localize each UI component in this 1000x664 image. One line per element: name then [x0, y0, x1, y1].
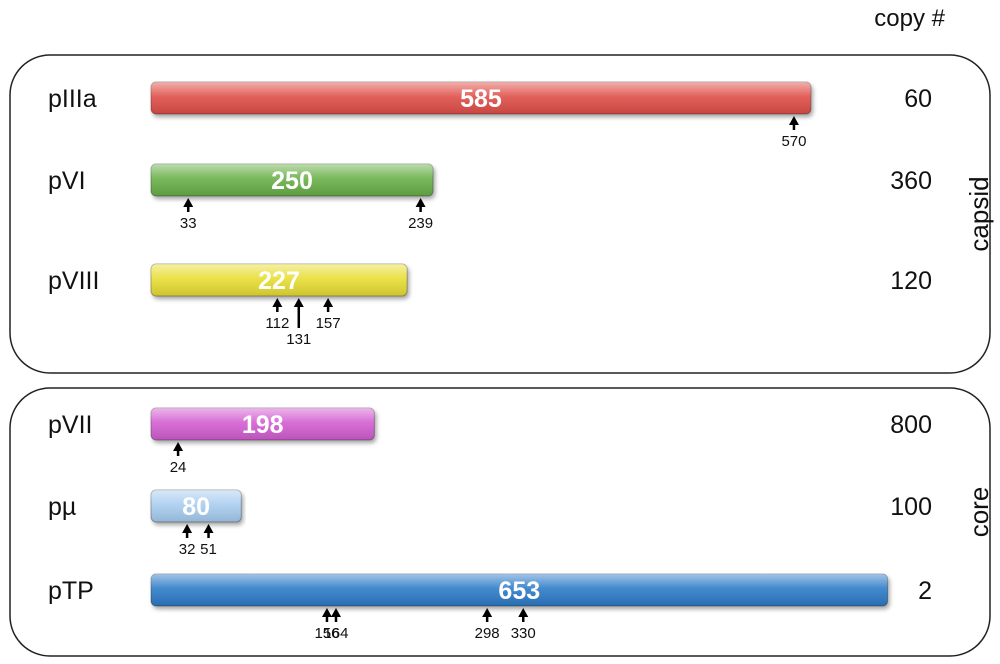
- protein-name: pVIII: [48, 267, 99, 295]
- cleavage-site-label: 156: [314, 625, 339, 642]
- protein-row: pIIIa 585 60 570: [48, 81, 932, 150]
- protein-name: pVI: [48, 167, 86, 195]
- protein-length-label: 585: [460, 85, 502, 113]
- protein-bar-gloss: [151, 408, 375, 440]
- arrow-head-icon: [293, 298, 304, 307]
- protein-row: pVII 198 800 24: [48, 407, 932, 476]
- arrow-head-icon: [183, 198, 194, 207]
- cleavage-site-label: 239: [408, 215, 433, 232]
- cleavage-site-arrow: 51: [200, 524, 217, 558]
- arrow-head-icon: [323, 298, 334, 307]
- cleavage-site-arrow: 239: [408, 198, 433, 232]
- cleavage-site-arrow: 32: [179, 524, 196, 558]
- protein-name: pµ: [48, 493, 76, 521]
- protein-length-label: 653: [498, 577, 540, 605]
- arrow-head-icon: [182, 524, 193, 533]
- protein-length-label: 198: [242, 411, 284, 439]
- copy-number-value: 60: [904, 85, 932, 113]
- cleavage-site-label: 157: [316, 315, 341, 332]
- cleavage-site-label: 32: [179, 541, 196, 558]
- group-label-core: core: [964, 487, 994, 538]
- cleavage-site-label: 51: [200, 541, 217, 558]
- cleavage-site-label: 570: [781, 133, 806, 150]
- copy-number-value: 800: [890, 411, 932, 439]
- cleavage-site-arrow: 24: [170, 442, 187, 476]
- cleavage-site-label: 24: [170, 459, 187, 476]
- copy-number-value: 360: [890, 167, 932, 195]
- protein-row: pVI 250 360 33 239: [48, 163, 932, 232]
- cleavage-site-label: 33: [180, 215, 197, 232]
- arrow-head-icon: [173, 442, 184, 451]
- arrow-head-icon: [518, 608, 529, 617]
- protein-bar-gloss: [151, 574, 888, 606]
- cleavage-site-arrow: 164: [323, 608, 349, 642]
- cleavage-site-arrow: 157: [316, 298, 341, 332]
- protein-bar-gloss: [151, 490, 242, 522]
- protein-bar-gloss: [151, 164, 433, 196]
- cleavage-site-label: 112: [265, 315, 289, 332]
- arrow-head-icon: [330, 608, 341, 617]
- cleavage-site-arrow: 570: [781, 116, 806, 150]
- protein-name: pTP: [48, 577, 94, 605]
- arrow-head-icon: [482, 608, 493, 617]
- copy-number-value: 2: [918, 577, 932, 605]
- cleavage-site-arrow: 298: [475, 608, 500, 642]
- arrow-head-icon: [321, 608, 332, 617]
- protein-name: pVII: [48, 411, 92, 439]
- capsid-group-box: [9, 54, 991, 374]
- copy-number-value: 120: [890, 267, 932, 295]
- protein-bar-gloss: [151, 82, 811, 114]
- protein-length-label: 250: [271, 167, 313, 195]
- protein-bar-gloss: [151, 264, 408, 296]
- protein-name: pIIIa: [48, 85, 97, 113]
- copy-number-header: copy #: [874, 5, 945, 32]
- arrow-head-icon: [203, 524, 214, 533]
- protein-length-label: 80: [182, 493, 210, 521]
- cleavage-site-label: 131: [286, 331, 311, 348]
- cleavage-site-label: 330: [511, 625, 536, 642]
- cleavage-site-label: 298: [475, 625, 500, 642]
- cleavage-site-arrow: 131: [286, 298, 311, 348]
- protein-rows: pIIIa 585 60 570 pVI 250 360 33 239 pVIII 227 120 11…: [48, 81, 932, 642]
- protein-length-label: 227: [258, 267, 300, 295]
- core-group-box: [9, 387, 991, 657]
- cleavage-site-arrow: 33: [180, 198, 197, 232]
- cleavage-site-label: 164: [323, 625, 348, 642]
- arrow-head-icon: [788, 116, 799, 125]
- copy-number-value: 100: [890, 493, 932, 521]
- cleavage-site-arrow: 156: [314, 608, 339, 642]
- cleavage-site-arrow: 330: [511, 608, 536, 642]
- group-label-capsid: capsid: [964, 176, 994, 251]
- arrow-head-icon: [272, 298, 283, 307]
- arrow-head-icon: [415, 198, 426, 207]
- cleavage-site-arrow: 112: [265, 298, 289, 332]
